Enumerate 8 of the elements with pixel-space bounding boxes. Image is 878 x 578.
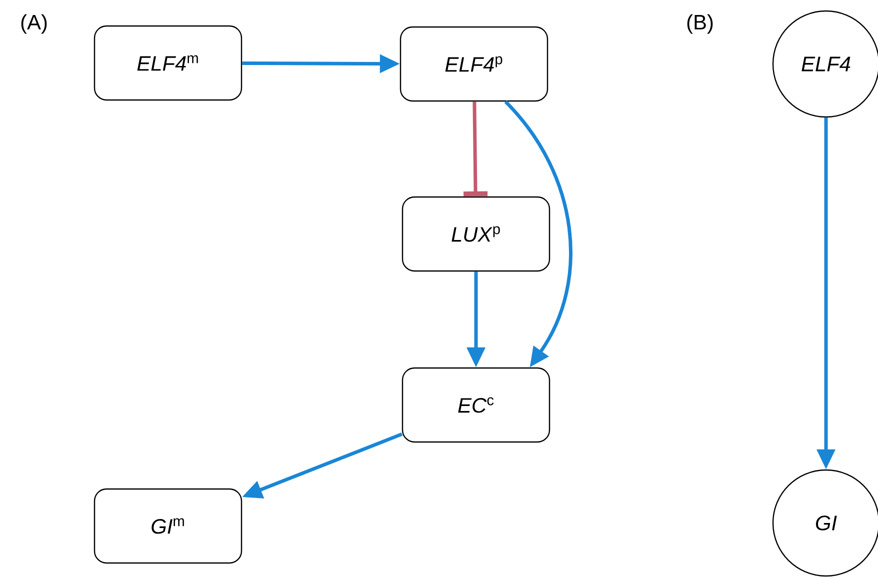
rounded-box: LUX$^{p}$ — [402, 196, 550, 272]
panel-label: (B) — [687, 14, 713, 34]
rounded-box: ELF4$^{m}$ — [94, 25, 242, 101]
panel-label: (A) — [21, 14, 47, 34]
rounded-box: ELF4$^{p}$ — [400, 26, 548, 102]
arrow — [464, 102, 488, 197]
rounded-box: GI$^{m}$ — [94, 488, 242, 564]
rounded-box: EC$^{c}$ — [402, 367, 550, 443]
